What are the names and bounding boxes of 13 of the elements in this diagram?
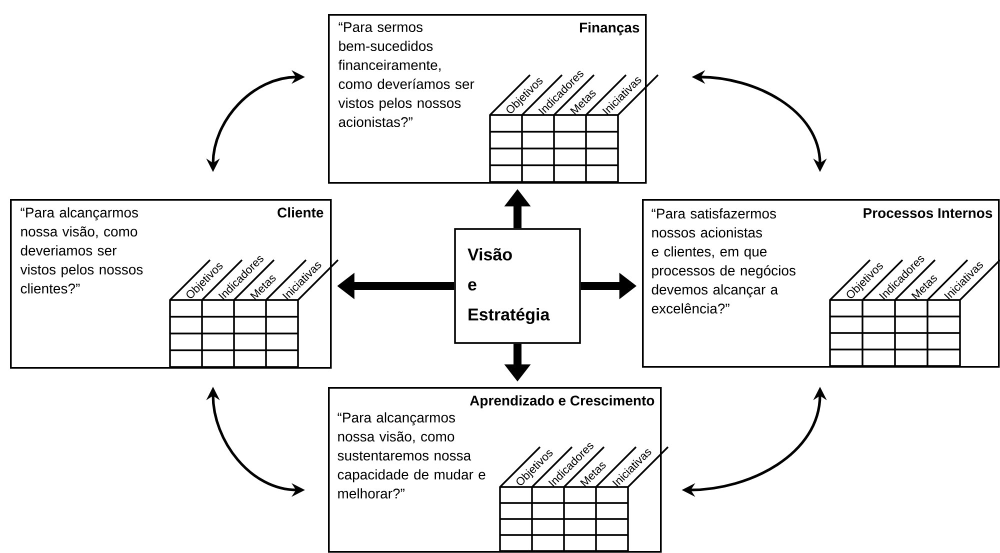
perspective-title: Cliente bbox=[278, 207, 324, 218]
perspective-box bbox=[10, 198, 339, 369]
perspective-box bbox=[328, 386, 669, 553]
perspective-title: Finanças bbox=[580, 22, 640, 36]
perspective-box bbox=[328, 14, 659, 184]
perspective-title: Processos Internos bbox=[864, 208, 992, 218]
question-text: “Para satisfazermos nossos acionistas e clientes, em que processos de negócios devemos alcançar a excelência?” bbox=[652, 208, 796, 314]
perspective-box bbox=[642, 198, 1000, 368]
question-text: “Para alcançarmos nossa visão, como sustentaremos nossa capacidade de mudar e melhorar?” bbox=[338, 412, 486, 499]
center-box: Visão e Estratégia bbox=[454, 228, 581, 344]
question-text: “Para sermos bem-sucedidos financeiramente, como deveríamos ser vistos pelos nossos acionistas?” bbox=[338, 22, 474, 128]
perspective-title: Aprendizado e Crescimento bbox=[470, 395, 654, 408]
question-text: “Para alcançarmos nossa visão, como deveriamos ser vistos pelos nossos clientes?” bbox=[20, 207, 143, 294]
